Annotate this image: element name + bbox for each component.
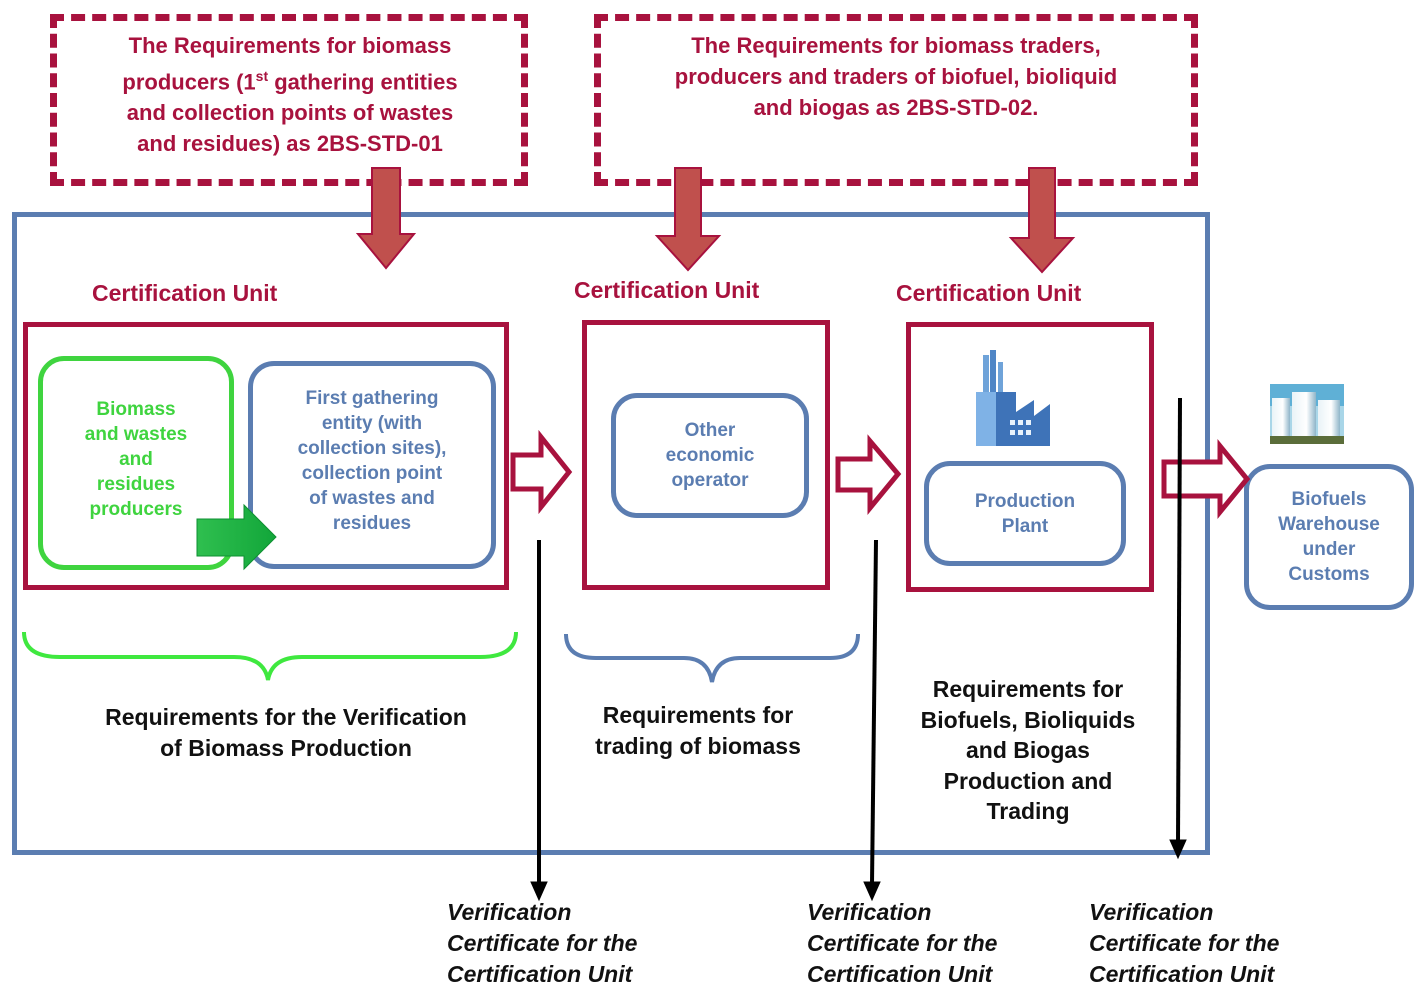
green-flow-arrow (196, 503, 277, 571)
std01-requirements-text: The Requirements for biomass producers (… (122, 33, 458, 157)
verification-requirements-caption: Requirements for the Verification of Bio… (105, 704, 467, 761)
verification-certificate-3: Verification Certificate for the Certifi… (1089, 899, 1280, 987)
trading-brace (564, 633, 860, 683)
certification-scope-frame (12, 212, 1210, 855)
biofuels-warehouse-node: Biofuels Warehouse under Customs (1244, 464, 1414, 610)
factory-icon (976, 350, 1050, 446)
certification-unit-box-1 (23, 322, 509, 590)
flow-arrow-2 (835, 434, 902, 515)
trading-requirements-caption: Requirements for trading of biomass (595, 702, 801, 759)
verification-brace (22, 631, 518, 681)
certification-unit-label-3: Certification Unit (896, 280, 1082, 306)
verification-certificate-1: Verification Certificate for the Certifi… (447, 899, 638, 987)
down-arrow-2 (654, 167, 722, 272)
first-gathering-entity-node: First gathering entity (with collection … (248, 361, 496, 569)
down-arrow-1 (355, 167, 417, 270)
flow-arrow-1 (510, 429, 573, 515)
std02-requirements-text: The Requirements for biomass traders, pr… (674, 33, 1118, 120)
storage-tanks-icon (1270, 384, 1344, 444)
std01-requirements-box (50, 14, 528, 186)
certification-unit-box-3 (906, 322, 1154, 592)
std02-requirements-box (594, 14, 1198, 186)
flow-arrow-3 (1161, 438, 1251, 520)
certification-unit-label-2: Certification Unit (574, 277, 760, 303)
other-economic-operator-node: Other economic operator (611, 393, 809, 518)
unit-flow-arrows (510, 429, 1251, 520)
verification-certificate-2: Verification Certificate for the Certifi… (807, 899, 998, 987)
production-plant-node: Production Plant (924, 461, 1126, 566)
certification-unit-label-1: Certification Unit (92, 280, 278, 306)
certificate-arrows (530, 397, 1187, 902)
production-requirements-caption: Requirements for Biofuels, Bioliquids an… (920, 676, 1136, 824)
down-arrow-3 (1008, 167, 1076, 274)
certification-unit-box-2 (582, 320, 830, 590)
requirement-flow-arrows (355, 167, 1076, 274)
